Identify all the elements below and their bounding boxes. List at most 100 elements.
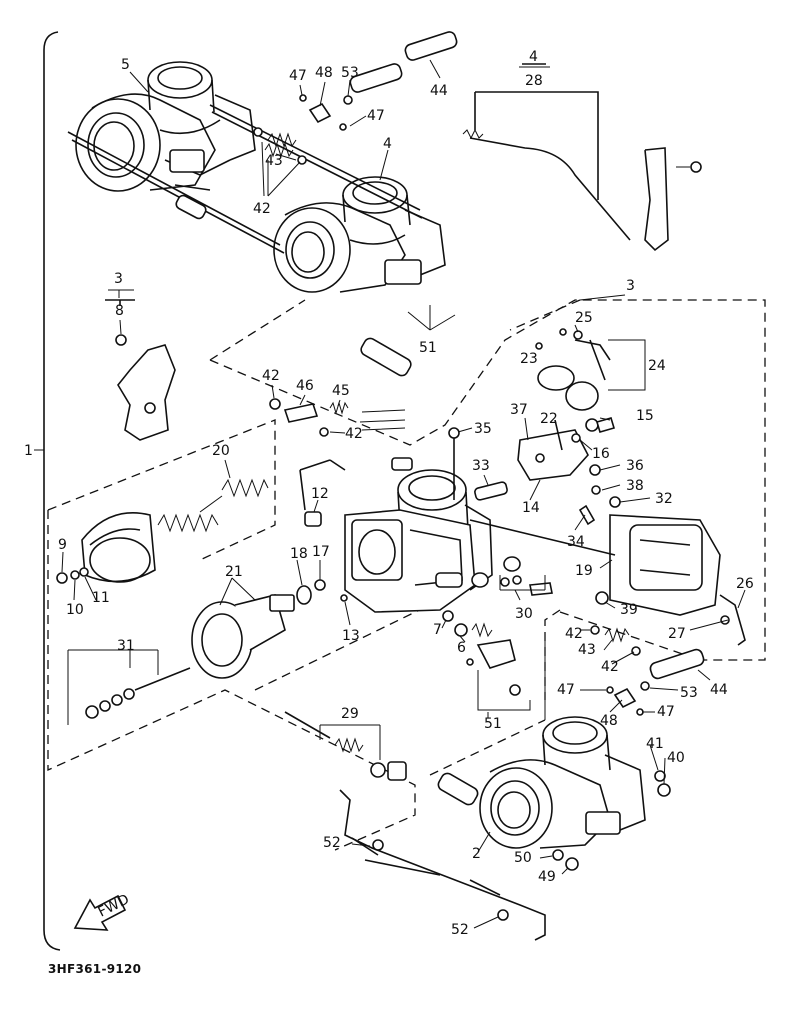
- callout-4: 4: [529, 49, 538, 65]
- callout-37: 37: [510, 402, 528, 418]
- carburetor-bottom: [479, 716, 646, 849]
- top-shaft: [67, 131, 285, 254]
- callout-35: 35: [474, 421, 492, 437]
- forward-arrow-icon: [73, 894, 127, 931]
- callout-4: 4: [383, 136, 392, 152]
- top-cap-center: [391, 457, 413, 471]
- callout-43: 43: [578, 642, 596, 658]
- spring-43-top: [267, 132, 297, 148]
- callout-8: 8: [115, 303, 124, 319]
- callout-31: 31: [117, 638, 135, 654]
- callout-15: 15: [636, 408, 654, 424]
- float-bowl-19: [609, 514, 721, 616]
- washer-27: [720, 615, 730, 625]
- callout-42: 42: [565, 626, 583, 642]
- callout-52: 52: [451, 922, 469, 938]
- callout-11: 11: [92, 590, 110, 606]
- throttle-cable: [469, 137, 631, 241]
- callout-6: 6: [457, 640, 466, 656]
- bolt-cable-bracket: [690, 161, 702, 173]
- callout-29: 29: [341, 706, 359, 722]
- bolt-40: [657, 783, 671, 797]
- callout-42: 42: [345, 426, 363, 442]
- callout-26: 26: [736, 576, 754, 592]
- callout-19: 19: [575, 563, 593, 579]
- callout-3: 3: [626, 278, 635, 294]
- vacuum-chamber-cover: [81, 512, 156, 583]
- callout-28: 28: [525, 73, 543, 89]
- callout-53: 53: [680, 685, 698, 701]
- callout-47: 47: [289, 68, 307, 84]
- cable-bracket: [644, 147, 669, 252]
- callout-49: 49: [538, 869, 556, 885]
- callout-25: 25: [575, 310, 593, 326]
- group-outline-upper: [209, 299, 766, 661]
- callout-30: 30: [515, 606, 533, 622]
- part-6: [454, 623, 468, 637]
- group-outline-lower: [254, 599, 701, 776]
- spring-6: [471, 622, 493, 638]
- joint-48-top: [308, 102, 332, 124]
- callout-24: 24: [648, 358, 666, 374]
- callout-16: 16: [592, 446, 610, 462]
- hose-44-lower: [649, 648, 705, 680]
- callout-34: 34: [567, 534, 585, 550]
- callout-3: 3: [114, 271, 123, 287]
- part-15: [585, 418, 599, 432]
- callout-41: 41: [646, 736, 664, 752]
- ring-42-upper: [269, 398, 281, 410]
- screw-8: [115, 334, 127, 346]
- joint-pipe-bottom: [437, 772, 479, 806]
- spring-43-lower: [604, 627, 630, 643]
- callout-42: 42: [262, 368, 280, 384]
- washer-11: [79, 567, 89, 577]
- plate-14: [517, 429, 589, 481]
- joint-pipe-top: [175, 194, 207, 220]
- spring-20: [157, 513, 219, 533]
- piston-valve-21: [191, 594, 295, 679]
- callout-47: 47: [657, 704, 675, 720]
- part-50: [552, 849, 564, 861]
- callout-32: 32: [655, 491, 673, 507]
- screw-26: [719, 594, 746, 646]
- bolt-41: [654, 770, 666, 782]
- part-39: [595, 591, 609, 605]
- callout-42: 42: [253, 201, 271, 217]
- group-outline-cable: [509, 299, 581, 331]
- part-38: [591, 485, 601, 495]
- callout-44: 44: [430, 83, 448, 99]
- callout-13: 13: [342, 628, 360, 644]
- callout-17: 17: [312, 544, 330, 560]
- joint-pipe-mid: [360, 337, 412, 377]
- pipe-12: [299, 459, 346, 511]
- screw-9: [56, 572, 68, 584]
- part-46: [283, 403, 319, 423]
- part-34: [578, 504, 596, 526]
- parts-30: [471, 556, 553, 596]
- top-rail: [209, 104, 423, 219]
- callout-44: 44: [710, 682, 728, 698]
- callout-12: 12: [311, 486, 329, 502]
- callout-14: 14: [522, 500, 540, 516]
- callout-7: 7: [433, 622, 442, 638]
- callout-21: 21: [225, 564, 243, 580]
- callout-2: 2: [472, 846, 481, 862]
- callout-48: 48: [315, 65, 333, 81]
- callout-40: 40: [667, 750, 685, 766]
- callout-36: 36: [626, 458, 644, 474]
- part-36: [589, 464, 601, 476]
- lever-51-mid: [476, 639, 516, 669]
- callout-27: 27: [668, 626, 686, 642]
- callout-43: 43: [265, 153, 283, 169]
- part-49: [565, 857, 579, 871]
- bracket-3: [117, 344, 176, 441]
- hose-44-top-b: [349, 63, 403, 93]
- callout-51: 51: [484, 716, 502, 732]
- link-rod-52: [339, 789, 546, 941]
- diagram-code: 3HF361-9120: [48, 962, 141, 976]
- group-label: 1: [24, 443, 33, 459]
- callout-23: 23: [520, 351, 538, 367]
- part-17: [314, 579, 326, 591]
- callout-39: 39: [620, 602, 638, 618]
